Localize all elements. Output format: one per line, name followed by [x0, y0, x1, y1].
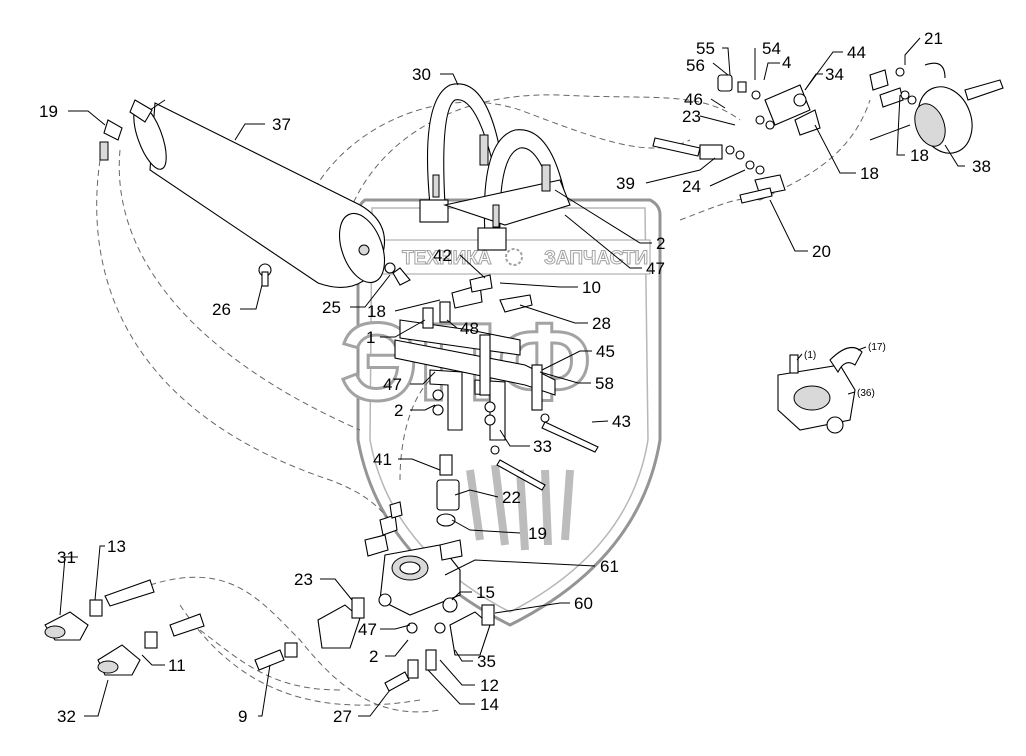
brake-chamber — [869, 62, 1004, 154]
callout-30: 30 — [412, 65, 431, 84]
callout-18: 18 — [910, 146, 929, 165]
callout-labels: 19 37 30 55 54 4 44 56 34 46 23 21 18 38… — [39, 29, 991, 726]
mounting-bracket — [394, 319, 556, 441]
gear-icon — [505, 248, 523, 266]
callout-10: 10 — [582, 278, 601, 297]
hose-lines — [96, 94, 871, 713]
callout-2: 2 — [656, 234, 665, 253]
callout-31: 31 — [57, 548, 76, 567]
callout-39: 39 — [616, 174, 635, 193]
coupling-heads — [44, 579, 495, 692]
callout-34: 34 — [825, 65, 844, 84]
callout-25: 25 — [322, 298, 341, 317]
callout-48: 48 — [460, 319, 479, 338]
callout-24: 24 — [682, 177, 701, 196]
callout-4: 4 — [782, 53, 791, 72]
callout-11: 11 — [168, 656, 186, 675]
callout-18: 18 — [860, 164, 879, 183]
callout-23: 23 — [682, 107, 701, 126]
callout-38: 38 — [972, 157, 991, 176]
callout-32: 32 — [57, 707, 76, 726]
callout-55: 55 — [696, 39, 715, 58]
callout-14: 14 — [480, 695, 499, 714]
fasteners — [99, 99, 599, 491]
control-valve — [364, 534, 463, 634]
callout-9: 9 — [238, 707, 247, 726]
callout-54: 54 — [762, 39, 781, 58]
callout-46: 46 — [684, 90, 703, 109]
inset-callout-36: (36) — [857, 388, 875, 399]
callout-15: 15 — [476, 583, 495, 602]
watermark-banner-right: ЗАПЧАСТИ — [544, 248, 648, 269]
callout-43: 43 — [612, 412, 631, 431]
leader-lines — [59, 37, 965, 717]
callout-42: 42 — [433, 246, 452, 265]
callout-61: 61 — [600, 557, 619, 576]
air-tank — [133, 99, 386, 288]
callout-33: 33 — [533, 437, 552, 456]
callout-28: 28 — [592, 314, 611, 333]
inset-callout-1: (1) — [804, 350, 816, 361]
callout-37: 37 — [272, 115, 291, 134]
callout-58: 58 — [595, 374, 614, 393]
callout-60: 60 — [574, 594, 593, 613]
callout-47: 47 — [646, 259, 665, 278]
inset-valve: (1) (17) (36) — [777, 342, 886, 434]
callout-41: 41 — [373, 450, 392, 469]
callout-47: 47 — [383, 375, 402, 394]
callout-23: 23 — [294, 570, 313, 589]
callout-45: 45 — [596, 342, 615, 361]
callout-47: 47 — [358, 620, 377, 639]
callout-22: 22 — [502, 488, 521, 507]
callout-12: 12 — [480, 676, 499, 695]
callout-44: 44 — [847, 43, 866, 62]
watermark-wheat-icon — [466, 464, 574, 551]
callout-18: 18 — [367, 302, 386, 321]
callout-26: 26 — [212, 300, 231, 319]
callout-27: 27 — [333, 707, 352, 726]
callout-19: 19 — [528, 524, 547, 543]
callout-2: 2 — [369, 647, 378, 666]
valve-group-top-right — [652, 74, 821, 204]
callout-56: 56 — [686, 56, 705, 75]
callout-2: 2 — [394, 401, 403, 420]
callout-19: 19 — [39, 102, 58, 121]
inset-callout-17: (17) — [868, 342, 886, 353]
callout-1: 1 — [366, 328, 375, 347]
callout-35: 35 — [477, 652, 496, 671]
callout-21: 21 — [924, 29, 943, 48]
filter — [379, 454, 460, 536]
callout-20: 20 — [812, 242, 831, 261]
callout-13: 13 — [107, 537, 126, 556]
tank-clamps — [419, 83, 571, 251]
